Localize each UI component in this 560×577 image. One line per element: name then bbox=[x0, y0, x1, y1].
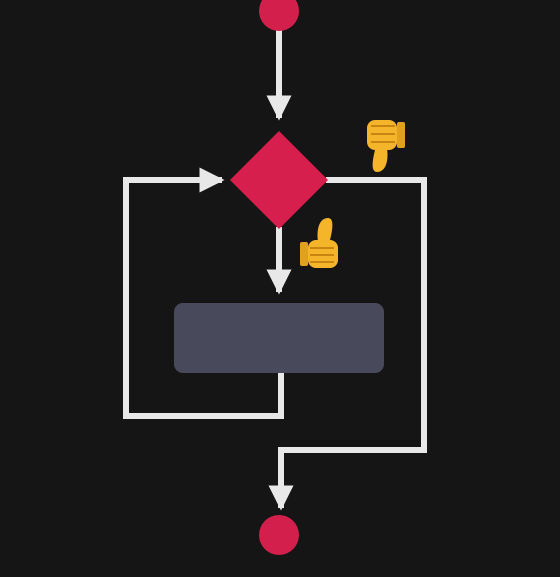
decision-diamond bbox=[230, 131, 328, 229]
start-terminal bbox=[259, 0, 299, 31]
edge-body-loop-back bbox=[123, 167, 284, 419]
process-block bbox=[174, 303, 384, 373]
thumbs-down-icon bbox=[367, 120, 405, 172]
end-terminal bbox=[259, 515, 299, 555]
edge-condition-to-end bbox=[268, 177, 427, 511]
thumbs-up-icon bbox=[300, 218, 338, 268]
